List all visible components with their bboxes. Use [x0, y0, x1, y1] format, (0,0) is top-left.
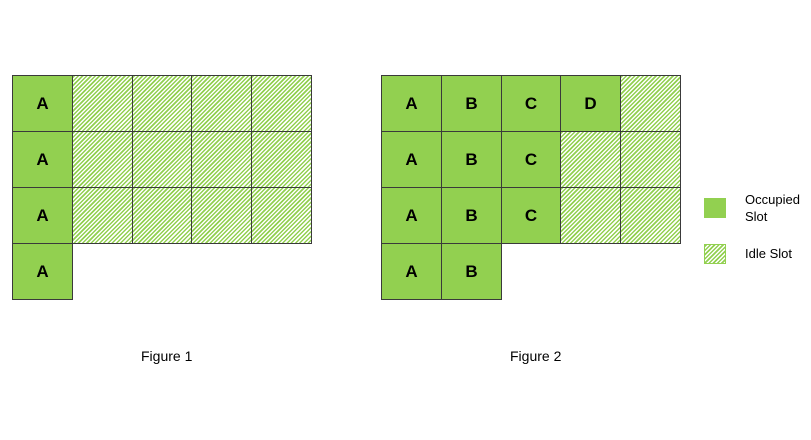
- figure-2-caption: Figure 2: [510, 348, 562, 364]
- idle-slot: [72, 187, 133, 244]
- occupied-slot: A: [12, 131, 73, 188]
- idle-slot: [620, 131, 681, 188]
- occupied-slot: A: [381, 187, 442, 244]
- idle-slot: [132, 131, 192, 188]
- occupied-slot: A: [381, 75, 442, 132]
- idle-slot: [560, 131, 621, 188]
- occupied-slot: A: [381, 243, 442, 300]
- idle-slot: [251, 187, 312, 244]
- occupied-slot: C: [501, 75, 561, 132]
- idle-slot: [191, 187, 252, 244]
- figure-1-caption: Figure 1: [141, 348, 193, 364]
- legend-occupied-line2: Slot: [745, 209, 768, 224]
- idle-slot: [560, 187, 621, 244]
- occupied-slot: C: [501, 131, 561, 188]
- legend-idle-swatch: [704, 244, 726, 264]
- idle-slot: [251, 75, 312, 132]
- legend-occupied-swatch: [704, 198, 726, 218]
- occupied-slot: B: [441, 75, 502, 132]
- occupied-slot: A: [12, 187, 73, 244]
- occupied-slot: C: [501, 187, 561, 244]
- occupied-slot: D: [560, 75, 621, 132]
- idle-slot: [132, 187, 192, 244]
- idle-slot: [620, 75, 681, 132]
- idle-slot: [72, 131, 133, 188]
- idle-slot: [620, 187, 681, 244]
- occupied-slot: A: [12, 243, 73, 300]
- idle-slot: [251, 131, 312, 188]
- idle-slot: [132, 75, 192, 132]
- occupied-slot: A: [381, 131, 442, 188]
- legend-occupied-label: Occupied Slot: [745, 191, 800, 225]
- legend-occupied-line1: Occupied: [745, 192, 800, 207]
- occupied-slot: B: [441, 187, 502, 244]
- idle-slot: [191, 131, 252, 188]
- occupied-slot: A: [12, 75, 73, 132]
- idle-slot: [191, 75, 252, 132]
- occupied-slot: B: [441, 131, 502, 188]
- idle-slot: [72, 75, 133, 132]
- occupied-slot: B: [441, 243, 502, 300]
- legend-idle-label: Idle Slot: [745, 246, 792, 261]
